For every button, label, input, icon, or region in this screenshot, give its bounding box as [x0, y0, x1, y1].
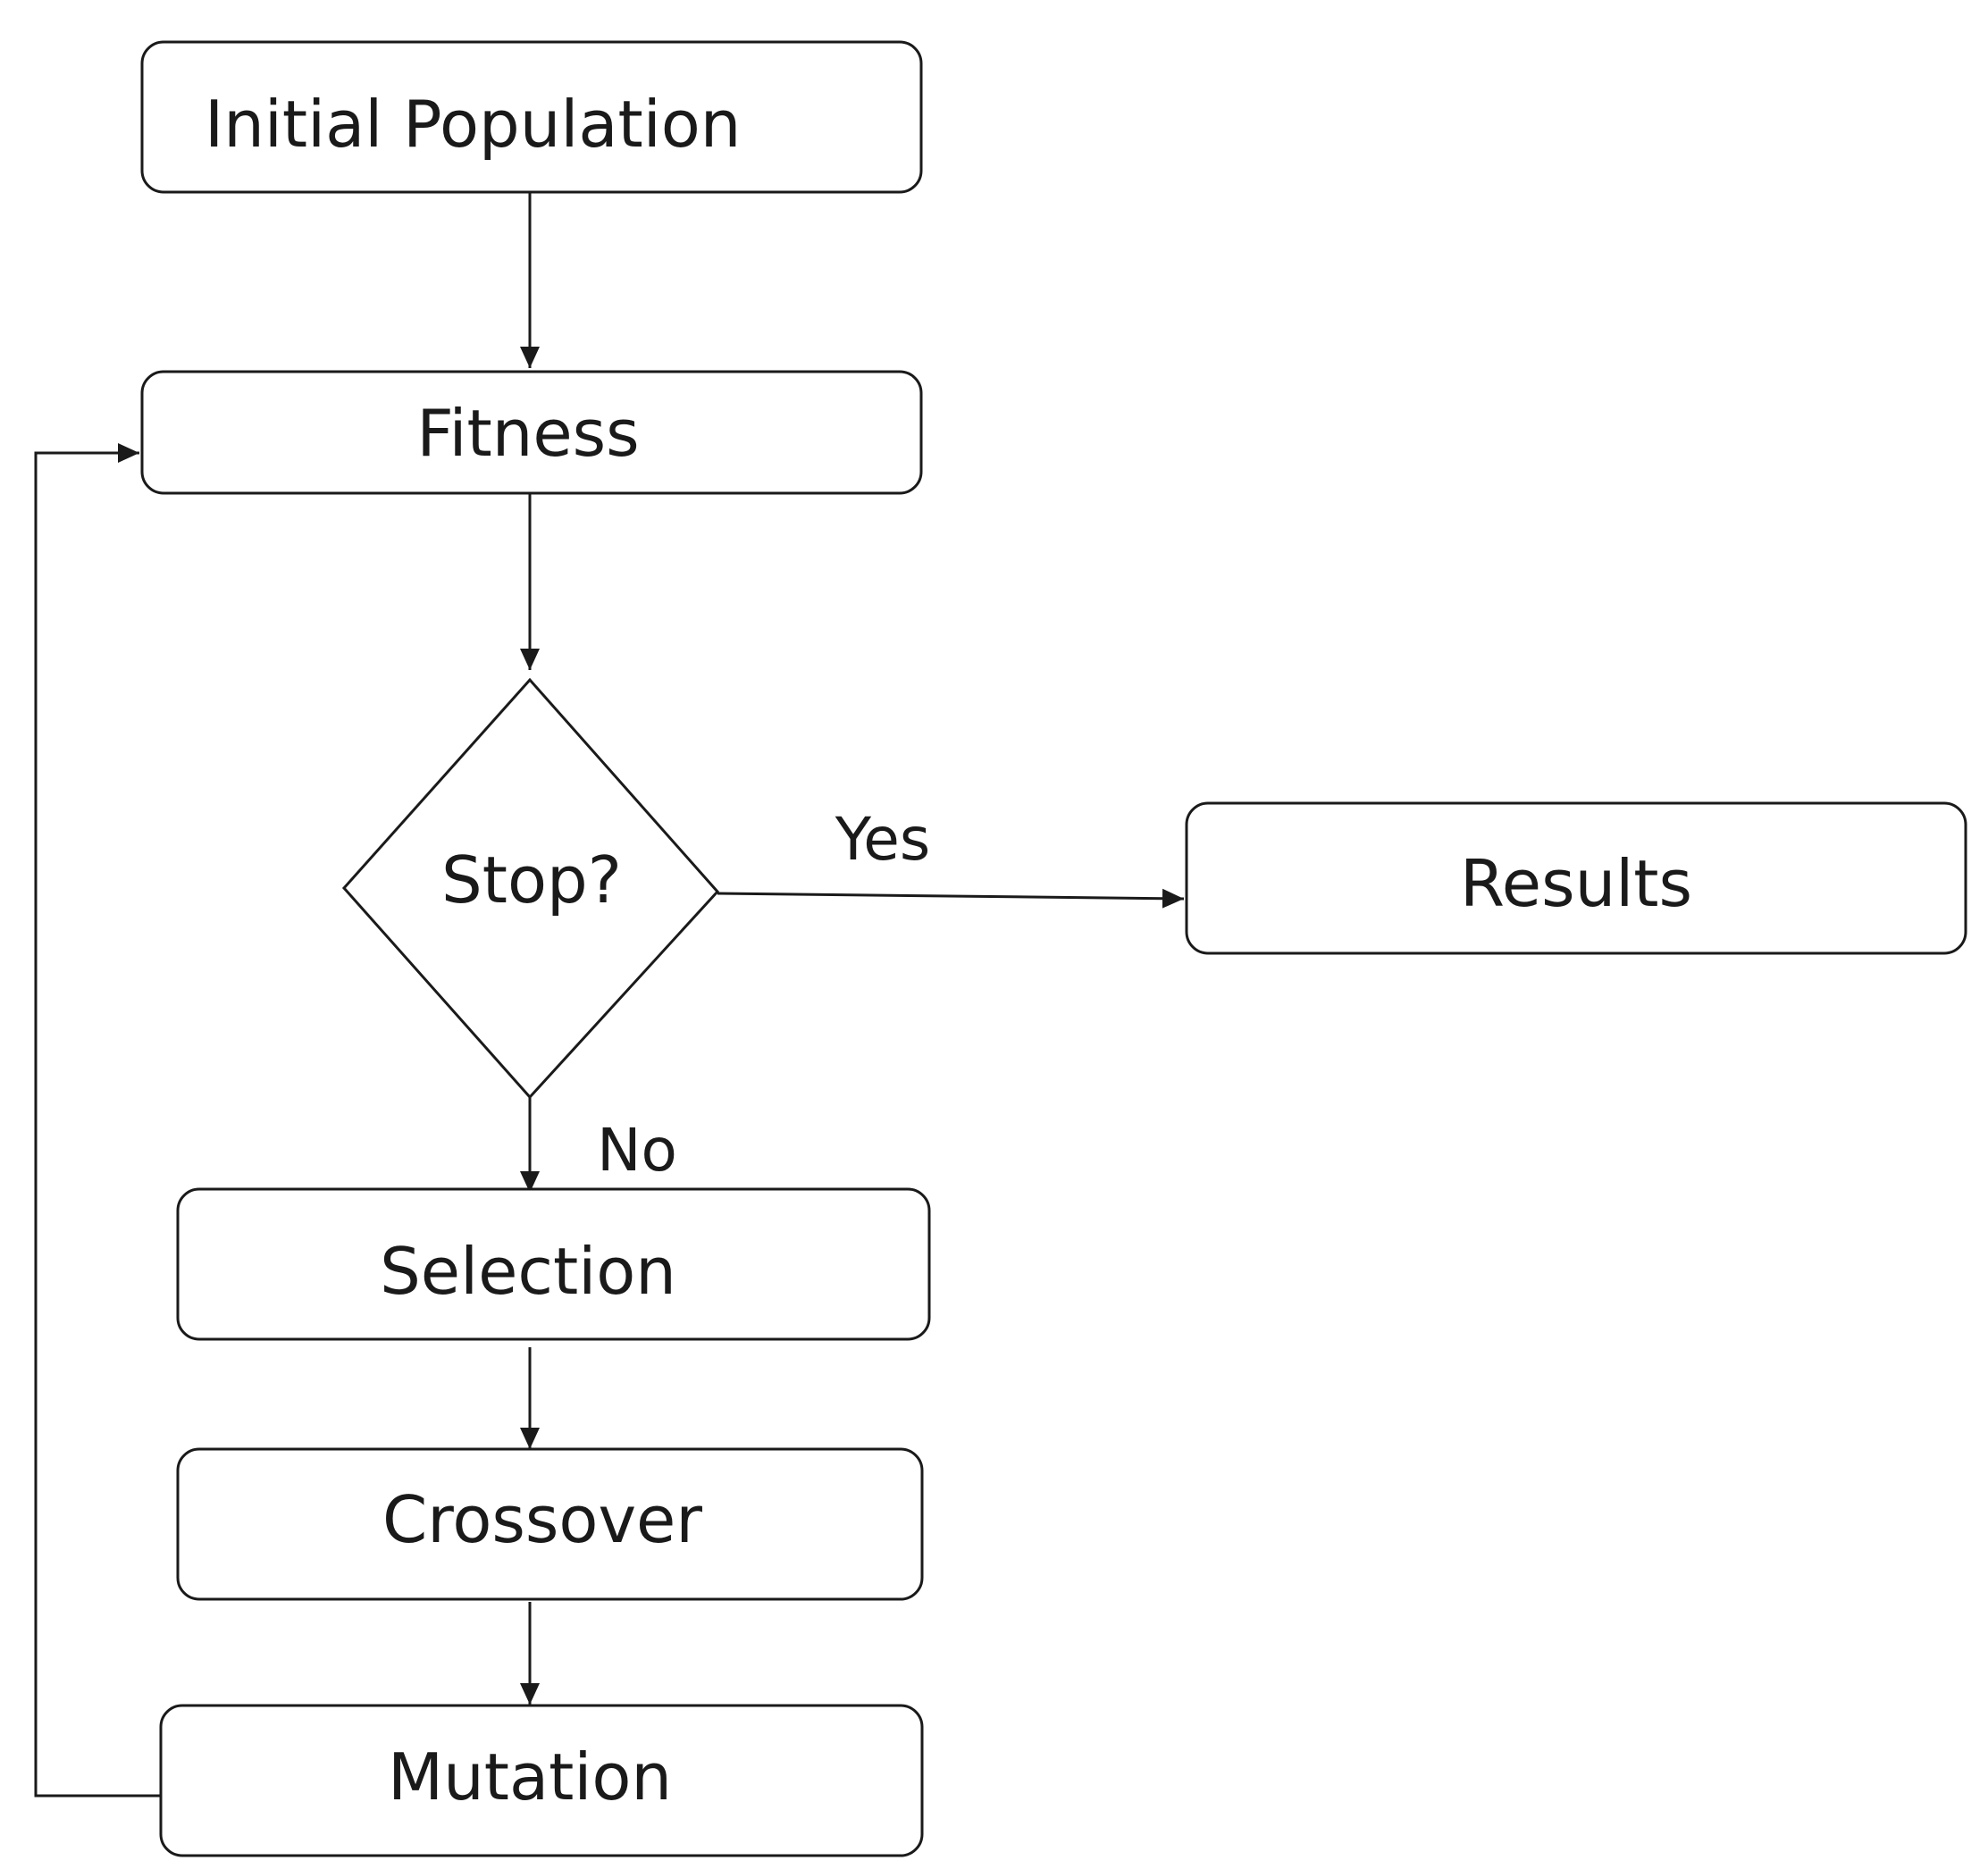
node-selection-label: Selection: [380, 1234, 676, 1309]
node-results-label: Results: [1460, 846, 1692, 921]
edge-label-yes: Yes: [835, 805, 931, 874]
node-selection-box: [176, 1187, 931, 1341]
node-fitness-label: Fitness: [416, 396, 639, 471]
node-crossover-label: Crossover: [382, 1482, 702, 1557]
node-initial-population-label: Initial Population: [205, 87, 741, 162]
arrow-mutation-loop-to-fitness: [34, 443, 161, 1798]
node-crossover-box: [176, 1447, 924, 1601]
arrow-stop-to-results: [717, 888, 1185, 909]
node-fitness-box: [140, 370, 923, 495]
node-stop-decision-label: Stop?: [441, 842, 622, 918]
node-results-box: [1185, 801, 1967, 955]
node-initial-population-box: [140, 40, 923, 194]
node-mutation-label: Mutation: [388, 1739, 672, 1815]
node-stop-decision-diamond: [341, 677, 720, 1100]
node-mutation-box: [159, 1704, 924, 1857]
edge-label-no: No: [597, 1116, 677, 1185]
